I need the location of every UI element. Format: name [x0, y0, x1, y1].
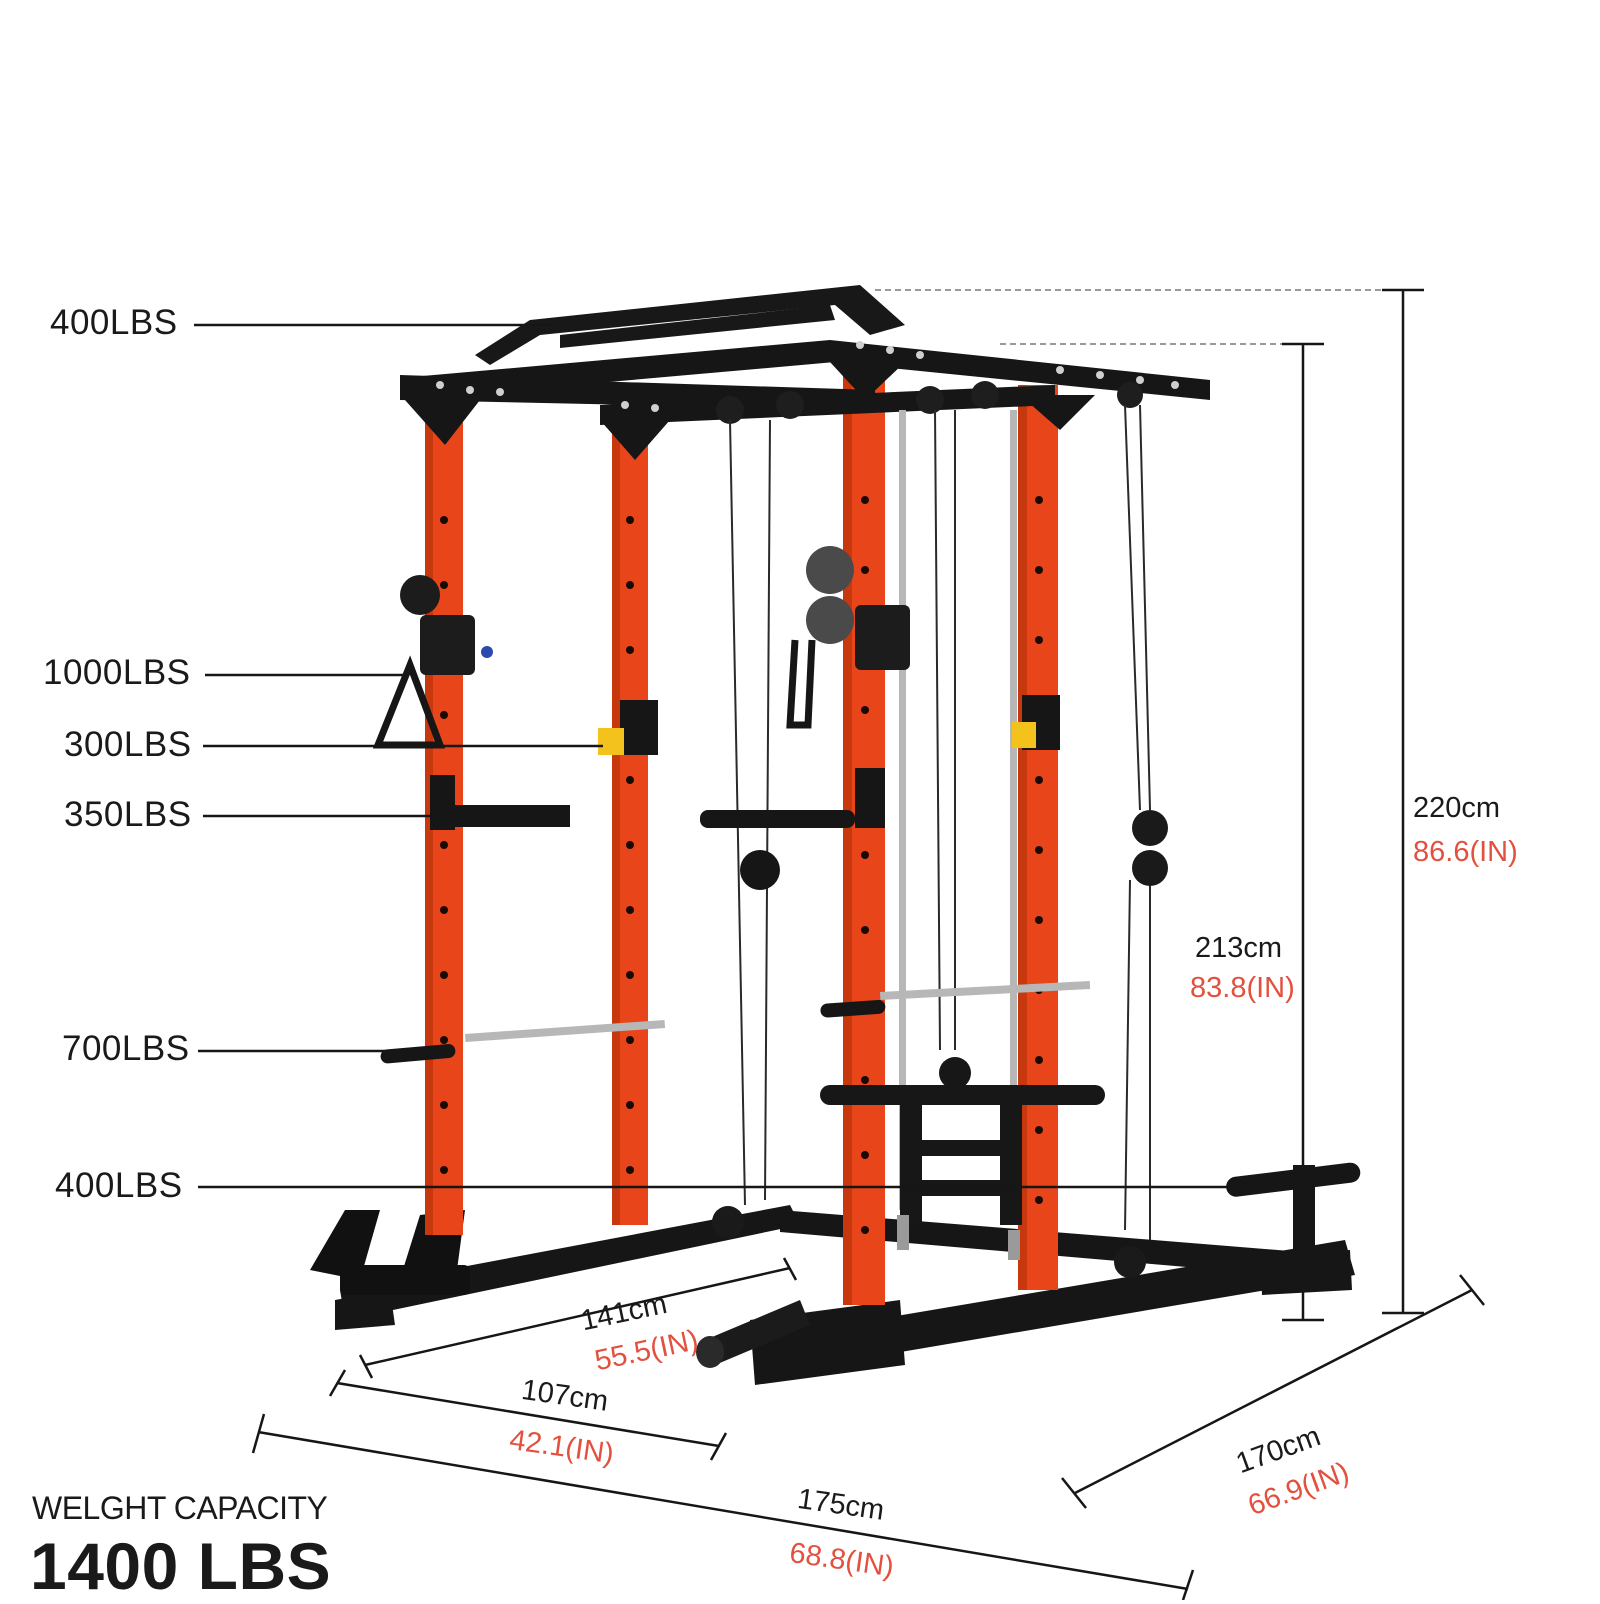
pullup-bar [475, 285, 905, 365]
rack-uprights [425, 360, 1058, 1305]
plate-holder-load-label: 400LBS [55, 1166, 183, 1205]
sled-springs [897, 1215, 1020, 1260]
leader-lines [194, 323, 1232, 1189]
top-frame [400, 340, 1210, 460]
total-height-in: 86.6(IN) [1413, 836, 1518, 868]
extension-lines [875, 289, 1382, 345]
capacity-title: WELGHT CAPACITY [32, 1490, 328, 1526]
j-hook-load-label: 300LBS [64, 725, 192, 764]
frame-height-in: 83.8(IN) [1190, 972, 1295, 1004]
dimension-lines [251, 288, 1485, 1600]
top-pulleys [716, 381, 1143, 424]
dip-handles [430, 768, 885, 890]
safety-bars [380, 981, 1091, 1064]
front-plate-horn [696, 1300, 810, 1368]
capacity-value: 1400 LBS [30, 1529, 332, 1603]
guide-rods [899, 410, 1017, 1210]
frame-height-cm: 213cm [1195, 932, 1283, 964]
rear-plate-holder [1226, 1162, 1361, 1250]
pullup-bar-load-label: 400LBS [50, 303, 178, 342]
pulley-load-label: 1000LBS [43, 653, 191, 692]
safety-bar-load-label: 700LBS [62, 1029, 190, 1068]
swivel-pulleys [400, 546, 910, 675]
frame-bolts [436, 341, 1179, 412]
j-hooks [598, 695, 1060, 755]
dip-handle-load-label: 350LBS [64, 795, 192, 834]
floor-pulleys [712, 810, 1168, 1278]
total-height-cm: 220cm [1413, 792, 1501, 824]
